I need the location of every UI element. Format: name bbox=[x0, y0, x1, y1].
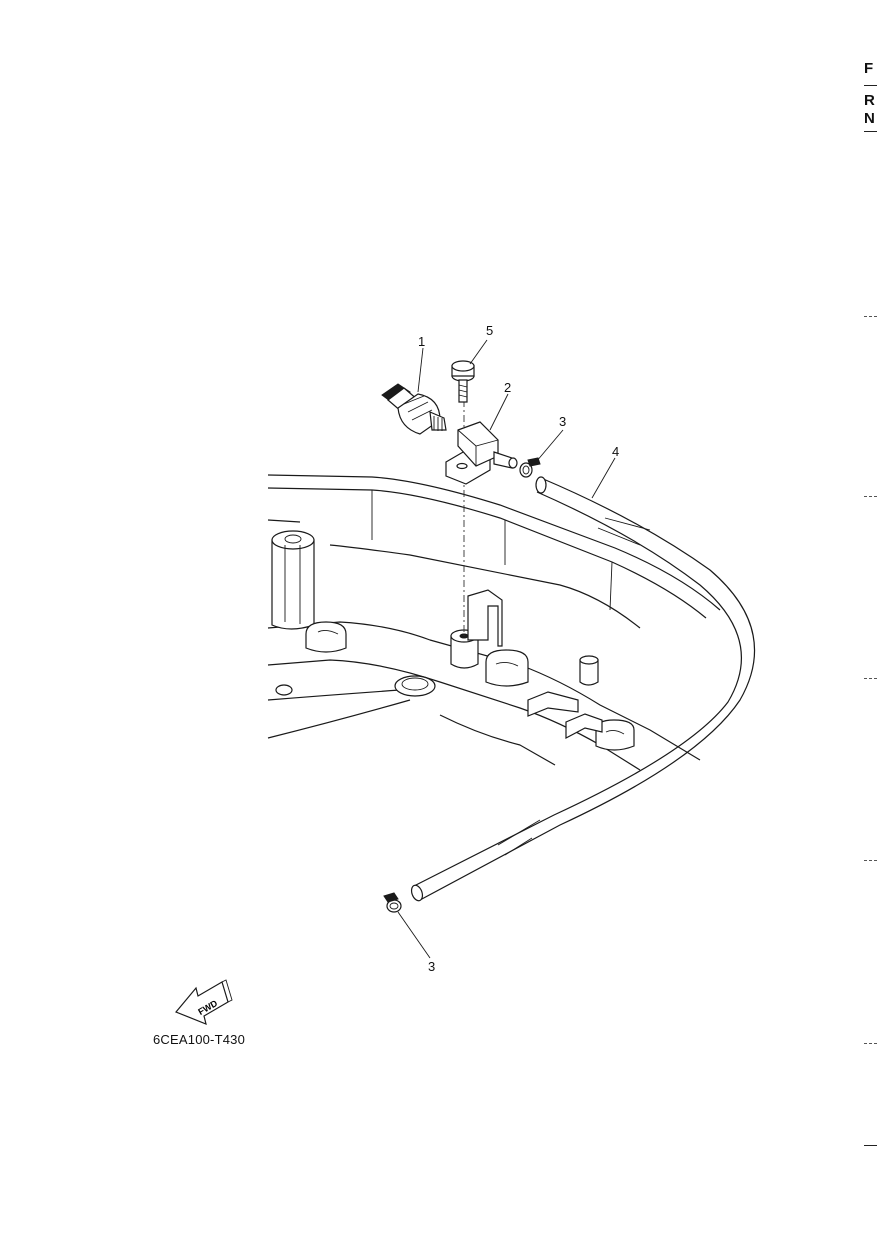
page-edge-tick bbox=[864, 860, 877, 861]
leader-line-1 bbox=[417, 347, 424, 393]
page-edge-rule bbox=[864, 131, 877, 132]
callout-4: 4 bbox=[612, 444, 619, 459]
leader-line-2 bbox=[489, 393, 509, 431]
page-edge-letter-r: R bbox=[864, 92, 875, 109]
callout-3: 3 bbox=[559, 414, 566, 429]
page-edge-tick bbox=[864, 316, 877, 317]
page-edge-rule bbox=[864, 85, 877, 86]
leader-line-3b bbox=[397, 911, 431, 959]
leader-line-4 bbox=[591, 457, 616, 499]
page-edge-letter-f: F bbox=[864, 60, 874, 77]
page-edge-tick bbox=[864, 496, 877, 497]
water-hose bbox=[410, 476, 756, 902]
page-edge-rule bbox=[864, 1145, 877, 1146]
hose-clip-lower bbox=[383, 892, 402, 913]
page-edge-tick bbox=[864, 678, 877, 679]
drawing-code: 6CEA100-T430 bbox=[153, 1032, 246, 1047]
page-edge-letter-n: N bbox=[864, 110, 875, 127]
callout-1: 1 bbox=[418, 334, 425, 349]
forward-arrow-icon: FWD bbox=[175, 979, 233, 1025]
leader-line-5 bbox=[469, 339, 488, 365]
flange-bolt bbox=[451, 360, 475, 403]
callout-3-lower: 3 bbox=[428, 959, 435, 974]
hose-joint bbox=[445, 421, 518, 485]
page-edge-tick bbox=[864, 1043, 877, 1044]
callout-5: 5 bbox=[486, 323, 493, 338]
callout-2: 2 bbox=[504, 380, 511, 395]
pressure-switch bbox=[381, 383, 447, 435]
bottom-cowling-base bbox=[267, 474, 721, 771]
leader-line-3 bbox=[535, 429, 564, 463]
hose-clip-upper bbox=[519, 457, 541, 478]
